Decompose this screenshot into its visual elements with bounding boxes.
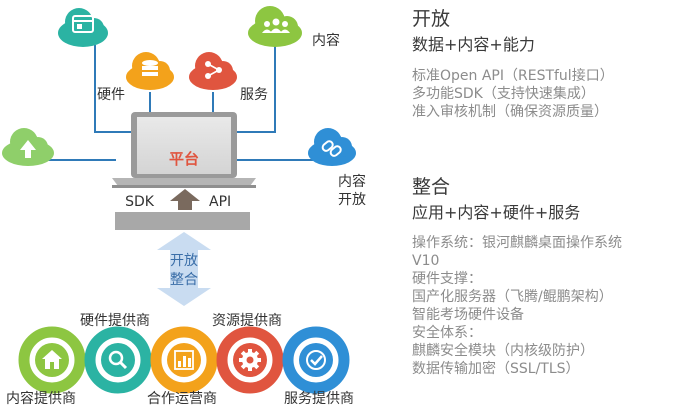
list-item: V10 [412, 253, 440, 269]
integrate-subtitle: 应用+内容+硬件+服务 [412, 203, 581, 222]
list-item: 国产化服务器（飞腾/鲲鹏架构） [412, 289, 613, 305]
list-item: 操作系统：银河麒麟桌面操作系统 [412, 235, 622, 251]
double-arrow-icon [157, 232, 211, 306]
list-item: 智能考场硬件设备 [412, 307, 524, 323]
hardware-label: 硬件 [97, 87, 125, 103]
list-item: 硬件支撑： [412, 271, 482, 287]
open-title: 开放 [412, 8, 451, 30]
platform-laptop [112, 112, 256, 188]
list-item: 数据传输加密（SSL/TLS） [412, 361, 580, 377]
provider-chain [18, 326, 350, 394]
home-icon [42, 350, 62, 369]
gear-icon [239, 349, 261, 371]
up-arrow-icon [170, 189, 200, 210]
chart-icon [174, 350, 194, 370]
integrate-title: 整合 [412, 176, 451, 198]
chain-label-hardware-provider: 硬件提供商 [80, 313, 150, 329]
open-integrate-line2: 整合 [170, 272, 198, 288]
chain-label-service-provider: 服务提供商 [284, 391, 354, 407]
platform-label: 平台 [169, 150, 199, 168]
search-icon [108, 350, 128, 370]
content-open-line1: 内容 [338, 173, 366, 190]
ecosystem-diagram: 平台 SDK API 开放 整合 [2, 6, 366, 407]
service-label: 服务 [240, 87, 268, 103]
link-icon [308, 128, 356, 166]
chain-label-resource-provider: 资源提供商 [212, 313, 282, 329]
api-label: API [209, 194, 231, 210]
open-item-list: 标准Open API（RESTful接口） 多功能SDK（支持快速集成） 准入审核机… [412, 67, 687, 121]
chain-label-content-provider: 内容提供商 [6, 390, 76, 407]
content-label: 内容 [312, 32, 340, 49]
share-icon [189, 52, 237, 90]
sdk-label: SDK [125, 194, 155, 210]
integrate-section: 整合 应用+内容+硬件+服务 操作系统：银河麒麟桌面操作系统 V10 硬件支撑： 国产… [412, 176, 687, 378]
people-icon [248, 6, 302, 47]
check-icon [306, 350, 326, 370]
list-item: 多功能SDK（支持快速集成） [412, 86, 595, 102]
content-open-line2: 开放 [338, 192, 366, 208]
open-integrate-line1: 开放 [170, 253, 198, 269]
list-item: 标准Open API（RESTful接口） [412, 68, 614, 84]
open-subtitle: 数据+内容+能力 [412, 35, 535, 54]
platform-base-bar [115, 212, 250, 230]
integrate-item-list: 操作系统：银河麒麟桌面操作系统 V10 硬件支撑： 国产化服务器（飞腾/鲲鹏架构） 智能… [412, 234, 687, 378]
list-item: 准入审核机制（确保资源质量） [412, 104, 608, 120]
open-section: 开放 数据+内容+能力 标准Open API（RESTful接口） 多功能SDK（… [412, 8, 687, 121]
browser-window-icon [58, 8, 108, 47]
list-item: 麒麟安全模块（内核级防护） [412, 343, 594, 359]
database-icon [126, 52, 174, 90]
chain-label-partner-operator: 合作运营商 [147, 391, 217, 407]
upload-icon [2, 128, 54, 166]
list-item: 安全体系： [412, 325, 482, 341]
